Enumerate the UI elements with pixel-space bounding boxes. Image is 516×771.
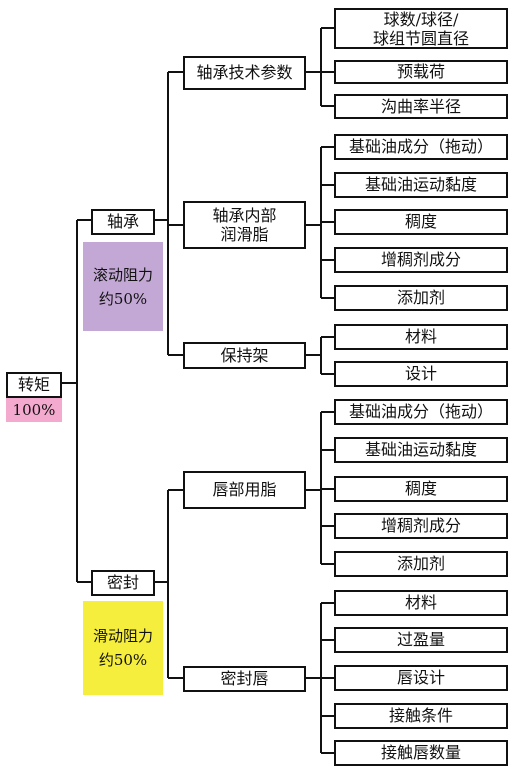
leaf-lip-thickener-composition: 增稠剂成分 (334, 513, 508, 539)
leaf-bearing-base-oil-viscosity-label: 基础油运动黏度 (364, 175, 477, 194)
bearing-share-line2: 约50% (98, 289, 148, 308)
group-cage-label: 保持架 (220, 345, 269, 365)
leaf-lip-consistency: 稠度 (334, 476, 508, 502)
leaf-bearing-additive: 添加剂 (334, 285, 508, 311)
leaf-cage-material-label: 材料 (404, 327, 437, 346)
root-torque-box: 转矩 (6, 372, 62, 398)
root-percent-badge: 100% (6, 398, 62, 422)
leaf-lip-design-label: 唇设计 (396, 668, 445, 687)
leaf-lip-base-oil-viscosity-label: 基础油运动黏度 (364, 440, 477, 459)
group-bearing-params: 轴承技术参数 (183, 56, 306, 90)
leaf-groove-curvature-radius: 沟曲率半径 (334, 94, 508, 119)
group-seal-lip: 密封唇 (183, 666, 306, 692)
leaf-groove-curvature-label: 沟曲率半径 (380, 96, 461, 116)
leaf-bearing-additive-label: 添加剂 (396, 288, 445, 307)
leaf-interference-label: 过盈量 (396, 630, 445, 649)
leaf-bearing-thickener-label: 增稠剂成分 (380, 250, 461, 269)
leaf-cage-material: 材料 (334, 324, 508, 350)
leaf-lip-thickener-label: 增稠剂成分 (380, 516, 461, 535)
seal-box: 密封 (91, 570, 155, 596)
leaf-lip-design: 唇设计 (334, 665, 508, 691)
leaf-ball-count-line2: 球组节圆直径 (372, 28, 469, 48)
bearing-share-badge: 滚动阻力 约50% (83, 242, 163, 331)
leaf-bearing-consistency: 稠度 (334, 209, 508, 235)
leaf-cage-design: 设计 (334, 361, 508, 387)
root-percent-label: 100% (12, 401, 56, 419)
leaf-bearing-base-oil-viscosity: 基础油运动黏度 (334, 172, 508, 198)
leaf-lip-base-oil-composition-label: 基础油成分（拖动） (348, 402, 493, 421)
leaf-seal-lip-material-label: 材料 (404, 593, 437, 612)
root-torque-label: 转矩 (17, 375, 50, 394)
leaf-contact-condition: 接触条件 (334, 703, 508, 729)
leaf-preload-label: 预载荷 (396, 62, 445, 81)
group-bearing-params-label: 轴承技术参数 (196, 63, 293, 82)
leaf-lip-additive-label: 添加剂 (396, 554, 445, 573)
group-lip-grease: 唇部用脂 (183, 471, 306, 509)
leaf-lip-consistency-label: 稠度 (404, 479, 437, 498)
seal-share-badge: 滑动阻力 约50% (83, 601, 163, 695)
leaf-ball-count-diameter-pitch: 球数/球径/ 球组节圆直径 (334, 8, 508, 49)
leaf-seal-lip-material: 材料 (334, 590, 508, 616)
leaf-interference: 过盈量 (334, 627, 508, 653)
leaf-cage-design-label: 设计 (404, 364, 437, 383)
leaf-contact-lip-count: 接触唇数量 (334, 740, 508, 766)
bearing-share-line1: 滚动阻力 (92, 265, 153, 284)
group-bearing-grease-line2: 润滑脂 (220, 225, 269, 244)
leaf-bearing-thickener-composition: 增稠剂成分 (334, 247, 508, 273)
leaf-lip-base-oil-composition: 基础油成分（拖动） (334, 399, 508, 425)
leaf-ball-count-line1: 球数/球径/ (383, 9, 459, 29)
group-lip-grease-label: 唇部用脂 (212, 480, 277, 499)
group-bearing-grease-line1: 轴承内部 (212, 206, 277, 225)
group-seal-lip-label: 密封唇 (220, 669, 269, 688)
bearing-box: 轴承 (91, 209, 155, 235)
seal-share-line2: 约50% (98, 651, 148, 669)
leaf-lip-base-oil-viscosity: 基础油运动黏度 (334, 437, 508, 463)
leaf-lip-additive: 添加剂 (334, 551, 508, 577)
leaf-contact-lip-count-label: 接触唇数量 (380, 743, 461, 762)
leaf-preload: 预载荷 (334, 60, 508, 84)
leaf-contact-condition-label: 接触条件 (388, 706, 453, 725)
seal-share-line1: 滑动阻力 (92, 627, 153, 645)
bearing-label: 轴承 (106, 212, 139, 231)
leaf-bearing-base-oil-composition: 基础油成分（拖动） (334, 134, 508, 160)
leaf-bearing-base-oil-composition-label: 基础油成分（拖动） (348, 137, 493, 156)
seal-label: 密封 (106, 573, 139, 592)
group-cage: 保持架 (183, 342, 306, 369)
group-bearing-grease: 轴承内部 润滑脂 (183, 201, 306, 249)
leaf-bearing-consistency-label: 稠度 (404, 212, 437, 231)
